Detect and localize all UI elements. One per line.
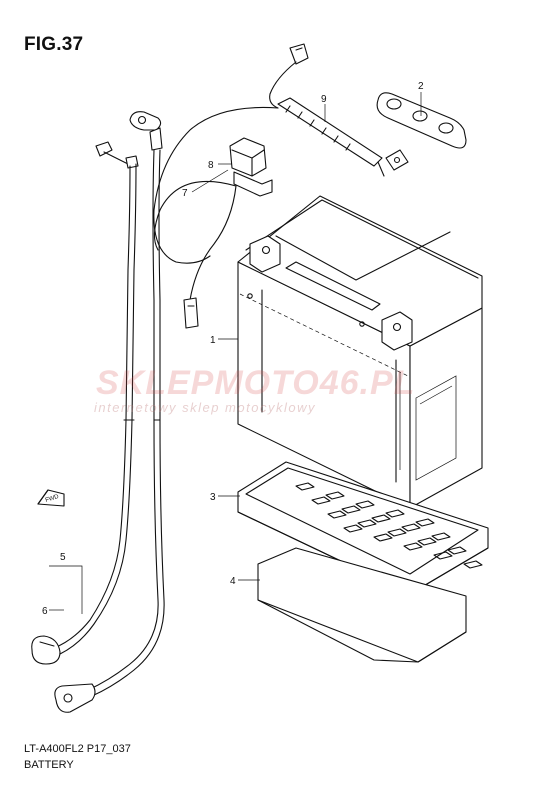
- callout-3: 3: [210, 492, 216, 503]
- tray-slot: [433, 551, 453, 560]
- tray-slot: [357, 519, 377, 528]
- tray-slot: [341, 505, 361, 514]
- tray-slot: [385, 509, 405, 518]
- battery-holder[interactable]: [376, 92, 467, 149]
- tray-slot: [371, 514, 391, 523]
- callout-labels: 1 2 3 4 5 6 7 8 9: [42, 81, 424, 617]
- watermark-brand: SKLEPMOTO46.PL: [96, 364, 416, 402]
- forward-arrow-icon: FWD: [37, 489, 65, 507]
- callout-4: 4: [230, 576, 236, 587]
- tray-slot: [311, 496, 331, 505]
- tray-slot: [373, 533, 393, 542]
- tray-slot: [417, 537, 437, 546]
- tray-slot: [387, 528, 407, 537]
- callout-8: 8: [208, 160, 214, 171]
- callout-7: 7: [182, 188, 188, 199]
- callout-5: 5: [60, 552, 66, 563]
- tray-slot: [327, 510, 347, 519]
- tray-slot: [447, 546, 467, 555]
- tray-slot: [415, 518, 435, 527]
- callout-1: 1: [210, 335, 216, 346]
- callout-2: 2: [418, 81, 424, 92]
- battery-pad[interactable]: [257, 547, 467, 663]
- battery-positive-cable[interactable]: [54, 111, 165, 713]
- battery-lead-cable[interactable]: [53, 141, 139, 655]
- tray-slot: [325, 491, 345, 500]
- watermark-tagline: internetowy sklep motocyklowy: [94, 400, 316, 415]
- callout-leaders: [49, 92, 422, 614]
- tray-slot: [431, 532, 451, 541]
- tray-slot: [401, 523, 421, 532]
- fuse-harness[interactable]: [153, 43, 409, 264]
- svg-text:FWD: FWD: [45, 494, 60, 504]
- diagram-code: LT-A400FL2 P17_037: [24, 743, 131, 755]
- battery[interactable]: [237, 195, 483, 509]
- figure-title: FIG.37: [24, 34, 84, 55]
- battery-tray[interactable]: [237, 461, 489, 595]
- diagram-name: BATTERY: [24, 759, 74, 771]
- callout-6: 6: [42, 606, 48, 617]
- terminal-cap[interactable]: [31, 635, 61, 665]
- tray-slot: [463, 560, 483, 569]
- callout-9: 9: [321, 94, 327, 105]
- tray-slot: [343, 524, 363, 533]
- tray-slot: [295, 482, 315, 491]
- starter-relay[interactable]: [153, 137, 273, 329]
- tray-slot: [355, 500, 375, 509]
- tray-slot: [403, 542, 423, 551]
